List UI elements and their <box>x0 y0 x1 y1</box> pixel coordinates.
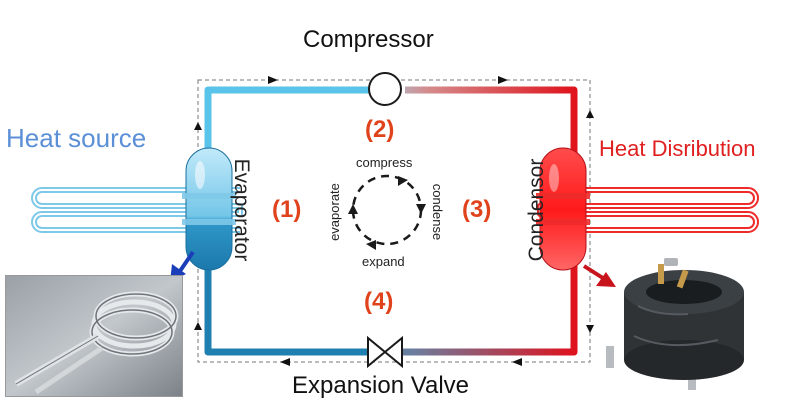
stainless-coil-image <box>6 276 182 396</box>
cycle-condense-label: condense <box>430 183 445 241</box>
cycle-circle <box>348 174 426 250</box>
evaporator-label: Evaporator <box>230 158 253 262</box>
red-pointer-arrow <box>582 264 616 287</box>
step-3-label: (3) <box>462 196 492 223</box>
evaporator-tank <box>185 147 233 271</box>
insulated-coil-image <box>606 258 744 390</box>
step-4-label: (4) <box>364 288 394 315</box>
expansion-valve-symbol <box>367 335 403 369</box>
cycle-evaporate-label: evaporate <box>327 183 342 241</box>
heat-source-label: Heat source <box>6 123 147 153</box>
step-1-label: (1) <box>272 196 302 223</box>
flow-arrows <box>194 76 594 366</box>
cycle-expand-label: expand <box>362 254 405 269</box>
condensor-label: Condensor <box>525 158 548 262</box>
coil-photo-left <box>5 275 183 397</box>
condensor-tank <box>539 147 587 271</box>
expansion-valve-label: Expansion Valve <box>292 372 469 399</box>
flow-dashed-lines <box>197 79 591 363</box>
step-2-label: (2) <box>365 116 395 143</box>
coil-photo-right <box>598 256 758 396</box>
compressor-symbol <box>368 72 402 106</box>
heat-distribution-label: Heat Disribution <box>599 136 756 161</box>
cycle-compress-label: compress <box>356 155 413 170</box>
compressor-label: Compressor <box>303 26 434 53</box>
